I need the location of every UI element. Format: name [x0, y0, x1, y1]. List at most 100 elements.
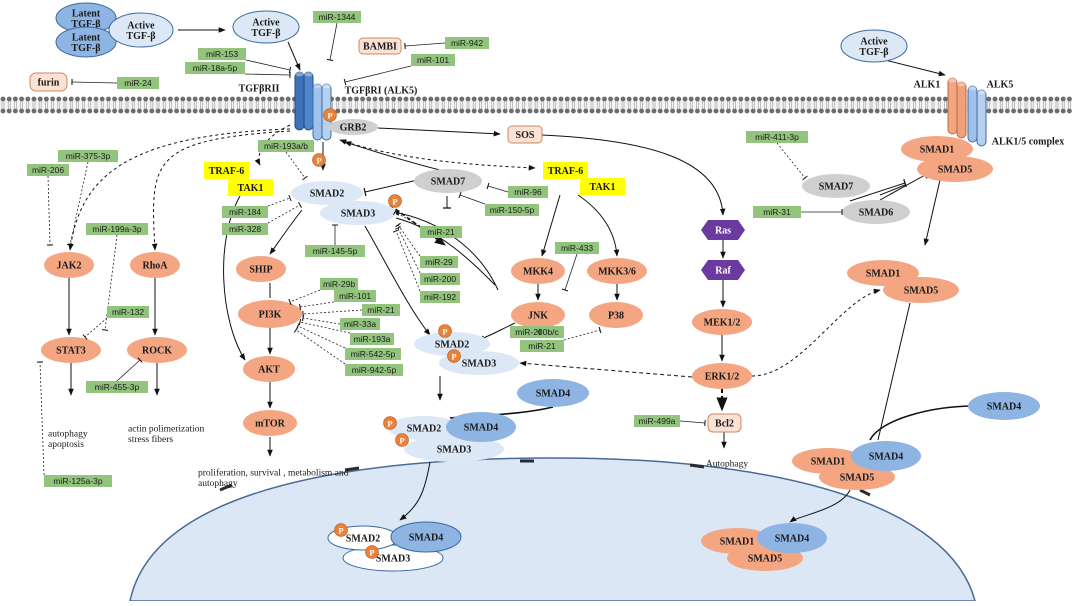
inhibition-arrow-icon	[326, 22, 338, 62]
mirna-label: miR-24	[124, 78, 152, 88]
alk1-label: ALK1	[914, 80, 941, 91]
smad1-r1-label: SMAD1	[920, 145, 954, 156]
bcl2-label: Bcl2	[715, 419, 734, 430]
phosphate-label: P	[338, 526, 343, 536]
inhibition-arrow-icon	[458, 191, 486, 205]
mirna-mir193a: miR-193a	[298, 318, 394, 345]
mirna-label: miR-375-3p	[66, 151, 111, 161]
ras-label: Ras	[715, 226, 731, 237]
phosphate-icon: P	[395, 433, 409, 447]
phosphate-icon: P	[323, 108, 337, 122]
cell-membrane	[0, 96, 1072, 114]
inhibition-arrow-icon	[71, 78, 118, 86]
smad2-top: SMAD2	[291, 181, 363, 205]
mirna-label: miR-150-5p	[490, 205, 535, 215]
inhibition-arrow-icon	[392, 229, 421, 292]
mirna-label: miR-33a	[344, 319, 376, 329]
jak2-label: JAK2	[57, 261, 82, 272]
nuclear-pore	[344, 466, 360, 472]
mirna-label: miR-199a-3p	[92, 224, 141, 234]
rock: ROCK	[127, 337, 187, 363]
smad4-nuc-r-label: SMAD4	[775, 534, 809, 545]
mtor: mTOR	[243, 410, 297, 436]
mirna-label: miR-29	[425, 257, 453, 267]
mirna-label: miR-145-5p	[313, 246, 358, 256]
alk5-receptor	[967, 85, 978, 143]
receptors	[294, 71, 987, 147]
smad5-nuc-r-label: SMAD5	[748, 554, 782, 565]
phosphate-label: P	[442, 327, 447, 337]
sos: SOS	[507, 125, 543, 144]
mirna-mir145: miR-145-5p	[305, 224, 365, 257]
mirna-mir18a: miR-18a-5p	[185, 62, 291, 79]
phosphate-icon: P	[334, 523, 348, 537]
mirna-labels: miR-1344miR-153miR-18a-5pmiR-942miR-101m…	[27, 11, 843, 487]
inhibition-arrow-icon	[776, 142, 808, 181]
activation-arrow-icon	[884, 59, 946, 77]
alk-complex-label: ALK1/5 complex	[992, 137, 1065, 148]
traf6-right-label: TRAF-6	[548, 166, 584, 177]
phosphate-label: P	[369, 548, 374, 558]
mirna-mir33a: miR-33a	[301, 314, 380, 330]
mirna-label: miR-192	[424, 292, 456, 302]
smad7-right: SMAD7	[802, 174, 870, 198]
mirna-mir132: miR-132	[82, 306, 149, 340]
mirna-label: miR-132	[112, 307, 144, 317]
tgfbri-label: TGFβRI (ALK5)	[345, 86, 418, 97]
mirna-mir1344: miR-1344	[313, 11, 361, 62]
smad1-nuc-r: SMAD1	[701, 528, 773, 554]
phosphate-icon: P	[447, 349, 461, 363]
mirna-mir193ab: miR-193a/b	[258, 140, 314, 181]
jak2: JAK2	[44, 252, 94, 278]
mirna-mir24: miR-24	[71, 77, 159, 89]
activation-arrow-icon	[269, 209, 303, 255]
inhibition-arrow-icon	[116, 357, 143, 382]
mirna-label: miR-942	[451, 38, 483, 48]
furin: furin	[29, 72, 68, 92]
smad2-mid-label: SMAD2	[435, 340, 469, 351]
phosphate-label: P	[327, 111, 332, 121]
tak1-left: TAK1	[228, 179, 273, 196]
mirna-label: miR-29b	[323, 279, 355, 289]
tgfbrii-label: TGFβRII	[239, 84, 280, 95]
tak1-left-label: TAK1	[238, 183, 264, 194]
alk1-receptor	[956, 81, 967, 139]
inhibition-arrow-icon	[302, 309, 363, 318]
mirna-label: miR-18a-5p	[193, 63, 238, 73]
activation-arrow-icon	[399, 461, 431, 521]
mirna-label: miR-184	[229, 207, 261, 217]
ship: SHIP	[236, 256, 286, 282]
smad4-r3: SMAD4	[851, 441, 921, 471]
mirna-mir433: miR-433	[555, 242, 599, 292]
smad4-nuc-label: SMAD4	[409, 533, 443, 544]
activation-arrow-icon	[223, 195, 246, 361]
smad5-r1-label: SMAD5	[938, 165, 972, 176]
mirna-mir192: miR-192	[392, 229, 460, 303]
smad2-top-label: SMAD2	[310, 189, 344, 200]
akt-label: AKT	[258, 365, 280, 376]
activation-arrow-icon	[395, 217, 496, 286]
tak1-right-label: TAK1	[590, 182, 616, 193]
mirna-label: miR-455-3p	[95, 382, 140, 392]
smad7: SMAD7	[414, 169, 482, 193]
stat3: STAT3	[41, 337, 101, 363]
phosphate-icon: P	[365, 545, 379, 559]
mkk4: MKK4	[511, 258, 565, 284]
outcome-autophagy: Autophagy	[706, 460, 748, 470]
traf6-left-label: TRAF-6	[209, 166, 245, 177]
mirna-mir942_top: miR-942	[404, 37, 489, 50]
jnk: JNK	[511, 302, 565, 328]
mirna-label: miR-206	[32, 165, 64, 175]
mirna-mir29: miR-29	[395, 222, 458, 268]
nuclear-pore	[689, 463, 705, 469]
activation-arrow-icon	[877, 302, 911, 441]
mirna-label: miR-1344	[319, 12, 356, 22]
inhibition-arrow-icon	[296, 322, 346, 349]
mkk4-label: MKK4	[523, 267, 553, 278]
stat3-label: STAT3	[56, 346, 86, 357]
mirna-label: miR-193a/b	[264, 141, 308, 151]
mkk36-label: MKK3/6	[598, 267, 636, 278]
